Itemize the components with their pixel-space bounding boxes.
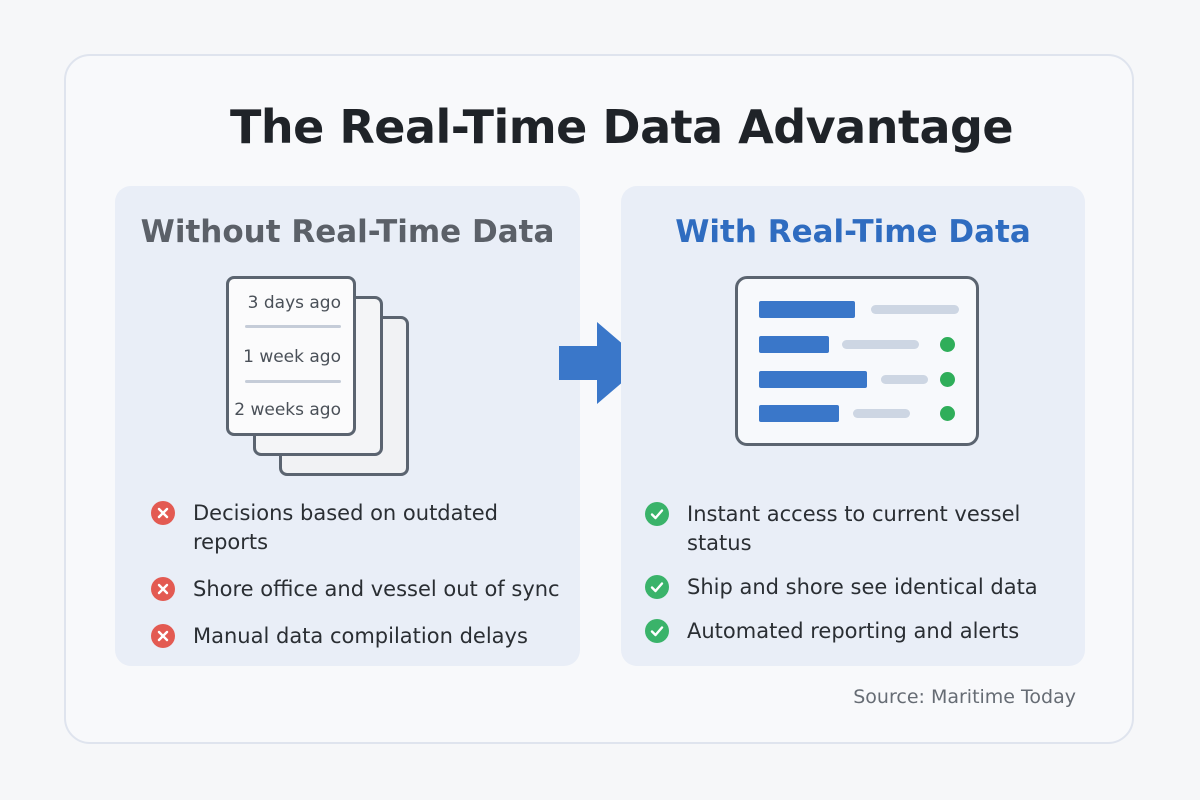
- report-time-1: 3 days ago: [247, 293, 341, 313]
- dashboard-bar: [759, 301, 855, 318]
- with-realtime-heading: With Real-Time Data: [675, 214, 1031, 250]
- dashboard-bar: [759, 371, 867, 388]
- x-circle-icon: [151, 577, 175, 601]
- drawback-text: Decisions based on outdated reports: [193, 501, 498, 554]
- drawback-text: Shore office and vessel out of sync: [193, 577, 560, 601]
- list-item: Automated reporting and alerts: [645, 617, 1038, 646]
- without-realtime-heading: Without Real-Time Data: [140, 214, 555, 250]
- check-circle-icon: [645, 575, 669, 599]
- dashboard-bar: [759, 405, 839, 422]
- list-item: Decisions based on outdated reports: [151, 499, 563, 557]
- dashboard-line: [871, 305, 959, 314]
- with-realtime-panel: With Real-Time Data Instant access to cu…: [621, 186, 1085, 666]
- page-title: The Real-Time Data Advantage: [230, 100, 1014, 154]
- status-dot-icon: [940, 372, 955, 387]
- list-item: Instant access to current vessel status: [645, 500, 1038, 558]
- dashboard-line: [842, 340, 919, 349]
- status-dot-icon: [940, 337, 955, 352]
- x-circle-icon: [151, 501, 175, 525]
- dashboard-line: [881, 375, 928, 384]
- drawback-text: Manual data compilation delays: [193, 624, 528, 648]
- benefit-text: Ship and shore see identical data: [687, 575, 1038, 599]
- drawbacks-list: Decisions based on outdated reports Shor…: [151, 499, 563, 669]
- report-divider: [245, 380, 341, 383]
- benefit-text: Automated reporting and alerts: [687, 619, 1020, 643]
- report-divider: [245, 325, 341, 328]
- dashboard-line: [853, 409, 910, 418]
- source-credit: Source: Maritime Today: [853, 686, 1076, 708]
- status-dot-icon: [940, 406, 955, 421]
- list-item: Ship and shore see identical data: [645, 573, 1038, 602]
- dashboard-icon: [735, 276, 979, 446]
- benefits-list: Instant access to current vessel status …: [645, 500, 1038, 661]
- benefit-text: Instant access to current vessel status: [687, 502, 1021, 555]
- without-realtime-panel: Without Real-Time Data 3 days ago 1 week…: [115, 186, 580, 666]
- list-item: Manual data compilation delays: [151, 622, 563, 651]
- dashboard-bar: [759, 336, 829, 353]
- report-time-3: 2 weeks ago: [234, 400, 341, 420]
- x-circle-icon: [151, 624, 175, 648]
- list-item: Shore office and vessel out of sync: [151, 575, 563, 604]
- check-circle-icon: [645, 619, 669, 643]
- right-arrow-icon: [559, 322, 645, 404]
- check-circle-icon: [645, 502, 669, 526]
- report-page-front: 3 days ago 1 week ago 2 weeks ago: [226, 276, 356, 436]
- report-time-2: 1 week ago: [243, 347, 341, 367]
